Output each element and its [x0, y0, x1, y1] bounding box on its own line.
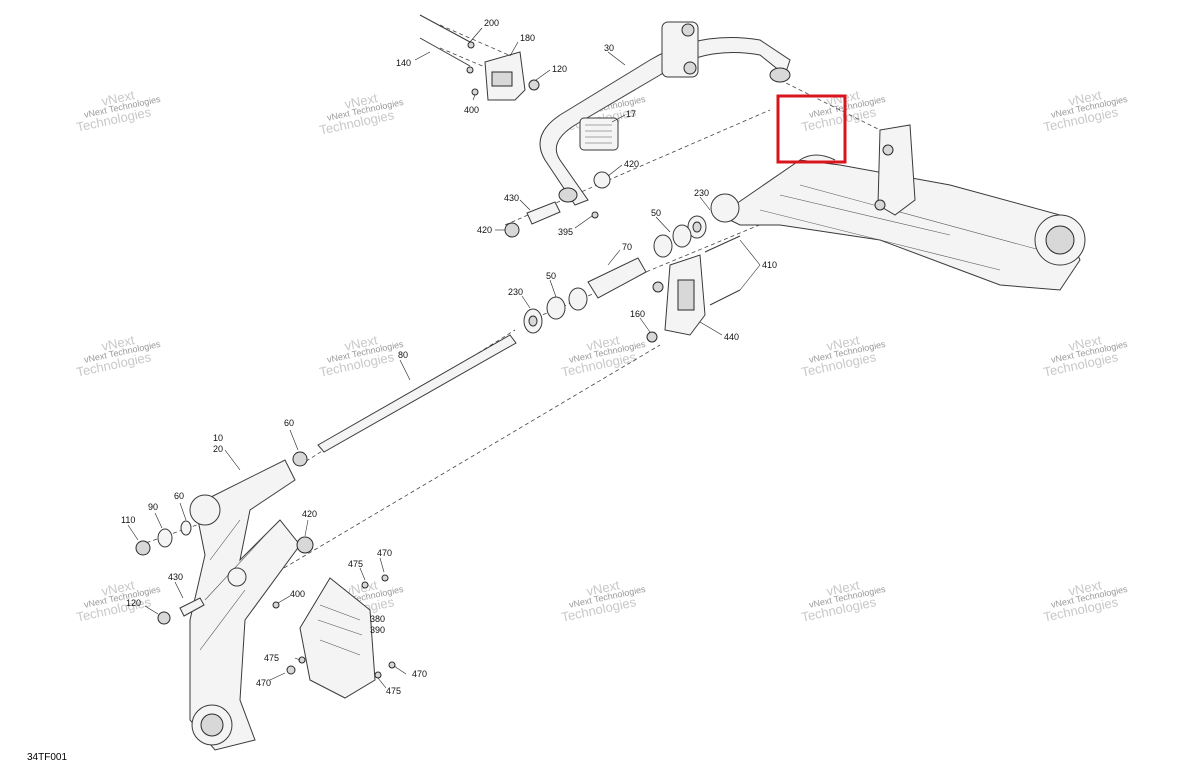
watermark-text: vNext [1067, 87, 1103, 109]
watermark-text: vNext [100, 577, 136, 599]
watermark-text: vNext [585, 577, 621, 599]
part-label-420: 420 [477, 225, 492, 235]
assembly-axes [139, 24, 901, 601]
part-label-475: 475 [386, 686, 401, 696]
watermark-text: vNext [343, 332, 379, 354]
part-label-430: 430 [168, 572, 183, 582]
watermark: vNext vNext Technologies Technologies [1042, 332, 1129, 379]
lower-left-hardware [135, 520, 280, 625]
watermark: vNext vNext Technologies Technologies [560, 577, 647, 624]
part-label-60: 60 [284, 418, 294, 428]
watermark-text: vNext [825, 332, 861, 354]
part-label-180: 180 [520, 33, 535, 43]
part-label-200: 200 [484, 18, 499, 28]
watermark-text: vNext [100, 332, 136, 354]
part-label-390: 390 [370, 625, 385, 635]
watermark: vNext vNext Technologies Technologies [800, 577, 887, 624]
bushing-17 [579, 117, 619, 151]
part-label-90: 90 [148, 502, 158, 512]
highlight-box [776, 94, 847, 164]
part-label-80: 80 [398, 350, 408, 360]
part-label-475: 475 [264, 653, 279, 663]
watermark: vNext vNext Technologies Technologies [75, 332, 162, 379]
part-label-420: 420 [624, 159, 639, 169]
part-label-230: 230 [508, 287, 523, 297]
part-label-440: 440 [724, 332, 739, 342]
skid-plate-380 [286, 574, 396, 699]
part-label-50: 50 [651, 208, 661, 218]
watermark-text: vNext [343, 577, 379, 599]
watermark: vNext vNext Technologies Technologies [75, 577, 162, 624]
watermark-text: vNext [825, 87, 861, 109]
watermark: vNext vNext Technologies Technologies [1042, 87, 1129, 134]
upper-bearings [504, 171, 707, 334]
bracket-440 [646, 235, 741, 343]
part-label-470: 470 [377, 548, 392, 558]
part-labels: 200 180 140 120 400 30 17 420 430 420 39… [121, 18, 777, 696]
upper-right-a-arm [710, 124, 1086, 291]
watermark-text: vNext [1067, 577, 1103, 599]
part-label-20: 20 [213, 444, 223, 454]
watermark: vNext vNext Technologies Technologies [560, 332, 647, 379]
part-label-410: 410 [762, 260, 777, 270]
part-label-120: 120 [552, 64, 567, 74]
watermark-text: vNext [585, 332, 621, 354]
part-label-400: 400 [290, 589, 305, 599]
part-label-430: 430 [504, 193, 519, 203]
reference-code: 34TF001 [27, 752, 67, 763]
part-label-50: 50 [546, 271, 556, 281]
part-label-60: 60 [174, 491, 184, 501]
part-label-230: 230 [694, 188, 709, 198]
part-label-420: 420 [302, 509, 317, 519]
stabilizer-bar [539, 21, 791, 206]
watermark: vNext vNext Technologies Technologies [318, 90, 405, 137]
watermark: vNext vNext Technologies Technologies [1042, 577, 1129, 624]
shaft-80 [292, 334, 517, 467]
part-label-475: 475 [348, 559, 363, 569]
part-label-140: 140 [396, 58, 411, 68]
part-label-17: 17 [626, 109, 636, 119]
part-label-400: 400 [464, 105, 479, 115]
watermark-text: vNext [825, 577, 861, 599]
part-label-110: 110 [121, 515, 135, 525]
part-label-395: 395 [558, 227, 573, 237]
part-label-120: 120 [126, 598, 141, 608]
part-label-380: 380 [370, 614, 385, 624]
part-label-470: 470 [256, 678, 271, 688]
watermark: vNext vNext Technologies Technologies [800, 332, 887, 379]
watermark: vNext vNext Technologies Technologies [800, 87, 887, 134]
part-label-10: 10 [213, 433, 223, 443]
lower-left-a-arm [189, 459, 314, 751]
part-label-470: 470 [412, 669, 427, 679]
watermark-text: vNext [1067, 332, 1103, 354]
watermark-text: vNext [343, 90, 379, 112]
watermark: vNext vNext Technologies Technologies [318, 332, 405, 379]
part-label-160: 160 [630, 309, 645, 319]
clamp-bracket-180 [419, 14, 540, 101]
leader-lines [127, 27, 761, 689]
watermark: vNext vNext Technologies Technologies [75, 87, 162, 134]
part-label-30: 30 [604, 43, 614, 53]
watermark-text: vNext [100, 87, 136, 109]
part-label-70: 70 [622, 242, 632, 252]
